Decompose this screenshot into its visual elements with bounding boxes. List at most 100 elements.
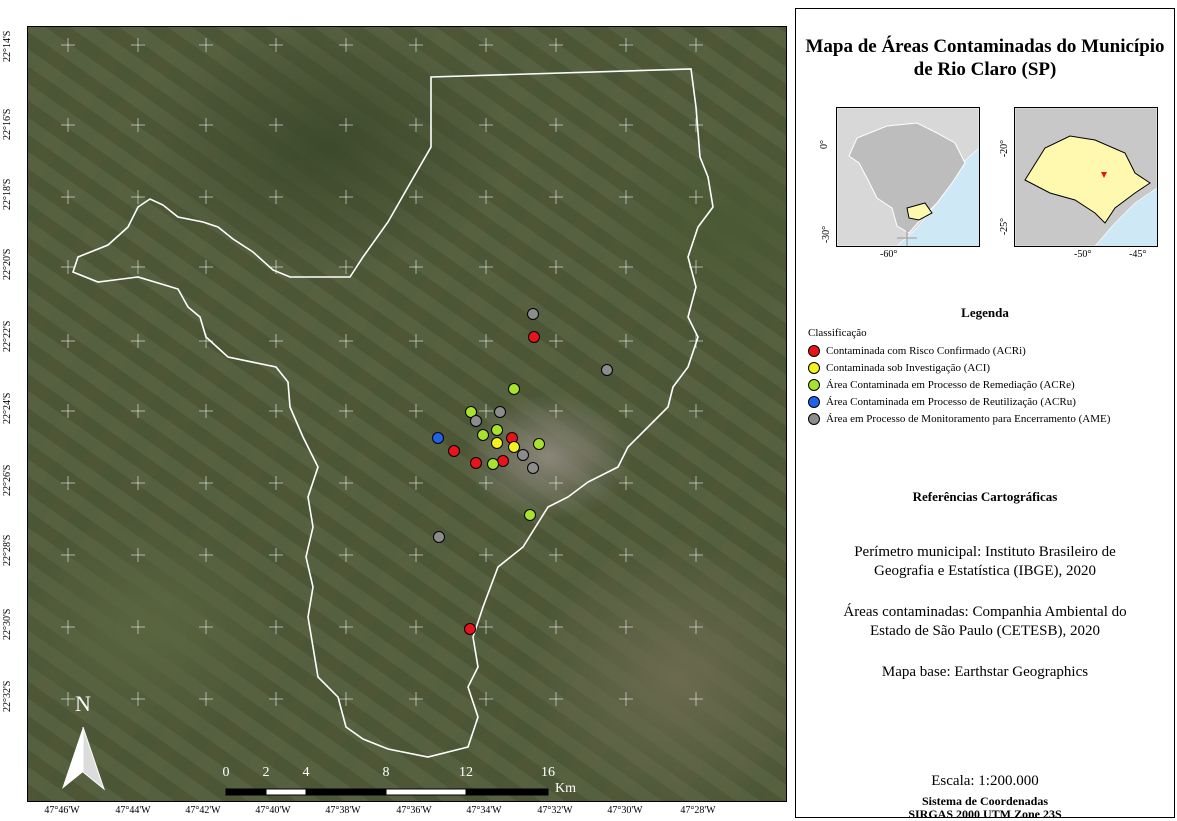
sao-paulo-map bbox=[1015, 108, 1157, 246]
contaminated-area-marker[interactable] bbox=[508, 383, 520, 395]
longitude-label: 47°34'W bbox=[466, 805, 502, 816]
contaminated-area-marker[interactable] bbox=[432, 432, 444, 444]
legend-item: Área Contaminada em Processo de Remediaç… bbox=[808, 379, 1075, 391]
contaminated-area-marker[interactable] bbox=[508, 441, 520, 453]
coordinate-grid bbox=[61, 38, 703, 706]
municipal-boundary bbox=[72, 68, 714, 758]
contaminated-area-marker[interactable] bbox=[464, 623, 476, 635]
inset-brazil-ytick-1: -30° bbox=[821, 225, 833, 244]
areas-line2: Estado de São Paulo (CETESB), 2020 bbox=[870, 623, 1100, 639]
scale-label-16: 16 bbox=[541, 765, 555, 780]
longitude-label: 47°28'W bbox=[680, 805, 716, 816]
longitude-label: 47°30'W bbox=[607, 805, 643, 816]
contaminated-area-marker[interactable] bbox=[487, 458, 499, 470]
contaminated-area-marker[interactable] bbox=[470, 457, 482, 469]
inset-sp-ytick-0: -20° bbox=[999, 139, 1011, 158]
longitude-label: 47°38'W bbox=[325, 805, 361, 816]
longitude-label: 47°46'W bbox=[44, 805, 80, 816]
longitude-label: 47°32'W bbox=[537, 805, 573, 816]
legend-item-label: Contaminada com Risco Confirmado (ACRi) bbox=[826, 345, 1026, 357]
latitude-label: 22°20'S bbox=[2, 248, 13, 280]
legend-item-label: Área Contaminada em Processo de Reutiliz… bbox=[826, 396, 1076, 408]
rio-claro-marker bbox=[1101, 172, 1107, 178]
contaminated-area-marker[interactable] bbox=[433, 531, 445, 543]
scale-unit: Km bbox=[555, 781, 576, 796]
contaminated-area-marker[interactable] bbox=[517, 449, 529, 461]
crs-line2: SIRGAS 2000 UTM Zone 23S bbox=[908, 807, 1062, 821]
longitude-label: 47°44'W bbox=[115, 805, 151, 816]
contaminated-area-marker[interactable] bbox=[497, 455, 509, 467]
latitude-label: 22°28'S bbox=[2, 534, 13, 566]
legend-item: Contaminada sob Investigação (ACI) bbox=[808, 362, 990, 374]
legend-swatch-icon bbox=[808, 345, 820, 357]
sao-paulo-state bbox=[906, 202, 933, 221]
scale-text: Escala: 1:200.000 bbox=[931, 773, 1039, 789]
inset-sp-ytick-1: -25° bbox=[999, 217, 1011, 236]
legend-panel: Mapa de Áreas Contaminadas do Município … bbox=[795, 8, 1175, 821]
legend-item-label: Área Contaminada em Processo de Remediaç… bbox=[826, 379, 1075, 391]
map-frame[interactable]: N 0 2 4 8 12 16 Km bbox=[27, 26, 787, 802]
contaminated-area-marker[interactable] bbox=[533, 438, 545, 450]
contaminated-area-marker[interactable] bbox=[601, 364, 613, 376]
inset-brazil[interactable] bbox=[836, 107, 980, 247]
north-arrow-icon bbox=[62, 726, 106, 791]
latitude-label: 22°30'S bbox=[2, 608, 13, 640]
contaminated-area-marker[interactable] bbox=[524, 509, 536, 521]
brazil-map bbox=[837, 108, 979, 246]
contaminated-area-marker[interactable] bbox=[470, 415, 482, 427]
crs-line1: Sistema de Coordenadas bbox=[921, 794, 1048, 808]
legend-item: Área em Processo de Monitoramento para E… bbox=[808, 413, 1110, 425]
legend-title: Legenda bbox=[961, 305, 1009, 320]
legend-item: Área Contaminada em Processo de Reutiliz… bbox=[808, 396, 1076, 408]
areas-line1: Áreas contaminadas: Companhia Ambiental … bbox=[843, 604, 1127, 620]
legend-swatch-icon bbox=[808, 396, 820, 408]
contaminated-area-marker[interactable] bbox=[528, 331, 540, 343]
inset-brazil-xtick-0: -60° bbox=[880, 249, 898, 260]
contaminated-area-marker[interactable] bbox=[491, 437, 503, 449]
contaminated-area-marker[interactable] bbox=[448, 445, 460, 457]
scale-label-2: 2 bbox=[262, 765, 270, 780]
legend-subtitle: Classificação bbox=[808, 327, 867, 339]
north-label: N bbox=[75, 691, 91, 716]
latitude-label: 22°26'S bbox=[2, 464, 13, 496]
latitude-label: 22°14'S bbox=[2, 30, 13, 62]
scale-label-4: 4 bbox=[302, 765, 310, 780]
inset-brazil-ytick-0: 0° bbox=[819, 140, 830, 149]
legend-item-label: Área em Processo de Monitoramento para E… bbox=[826, 413, 1111, 425]
latitude-label: 22°16'S bbox=[2, 108, 13, 140]
latitude-label: 22°24'S bbox=[2, 392, 13, 424]
legend-item-label: Contaminada sob Investigação (ACI) bbox=[826, 362, 991, 374]
longitude-label: 47°42'W bbox=[185, 805, 221, 816]
contaminated-area-marker[interactable] bbox=[477, 429, 489, 441]
scale-label-12: 12 bbox=[459, 765, 473, 780]
map-svg bbox=[61, 38, 714, 796]
longitude-label: 47°40'W bbox=[255, 805, 291, 816]
longitude-label: 47°36'W bbox=[396, 805, 432, 816]
references-title: Referências Cartográficas bbox=[912, 489, 1058, 504]
basemap-credit: Mapa base: Earthstar Geographics bbox=[881, 664, 1089, 680]
latitude-label: 22°32'S bbox=[2, 680, 13, 712]
perimeter-line1: Perímetro municipal: Instituto Brasileir… bbox=[854, 544, 1116, 560]
contaminated-area-marker[interactable] bbox=[527, 308, 539, 320]
contaminated-area-marker[interactable] bbox=[465, 406, 477, 418]
contaminated-area-marker[interactable] bbox=[527, 462, 539, 474]
inset-sao-paulo[interactable] bbox=[1014, 107, 1158, 247]
map-title: Mapa de Áreas Contaminadas do Município … bbox=[805, 36, 1165, 80]
contaminated-area-marker[interactable] bbox=[494, 406, 506, 418]
contaminated-area-marker[interactable] bbox=[491, 424, 503, 436]
latitude-label: 22°18'S bbox=[2, 178, 13, 210]
latitude-label: 22°22'S bbox=[2, 320, 13, 352]
scale-bar bbox=[225, 788, 549, 796]
legend-swatch-icon bbox=[808, 362, 820, 374]
legend-swatch-icon bbox=[808, 413, 820, 425]
inset-sp-xtick-1: -45° bbox=[1129, 249, 1147, 260]
scale-label-8: 8 bbox=[382, 765, 390, 780]
coordinate-system: Sistema de Coordenadas SIRGAS 2000 UTM Z… bbox=[796, 795, 1174, 821]
legend-item: Contaminada com Risco Confirmado (ACRi) bbox=[808, 345, 1026, 357]
contaminated-points bbox=[432, 308, 613, 635]
legend-swatch-icon bbox=[808, 379, 820, 391]
inset-sp-xtick-0: -50° bbox=[1074, 249, 1092, 260]
sao-paulo-outline bbox=[1024, 135, 1151, 224]
scale-label-0: 0 bbox=[222, 765, 230, 780]
perimeter-line2: Geografia e Estatística (IBGE), 2020 bbox=[873, 563, 1096, 579]
